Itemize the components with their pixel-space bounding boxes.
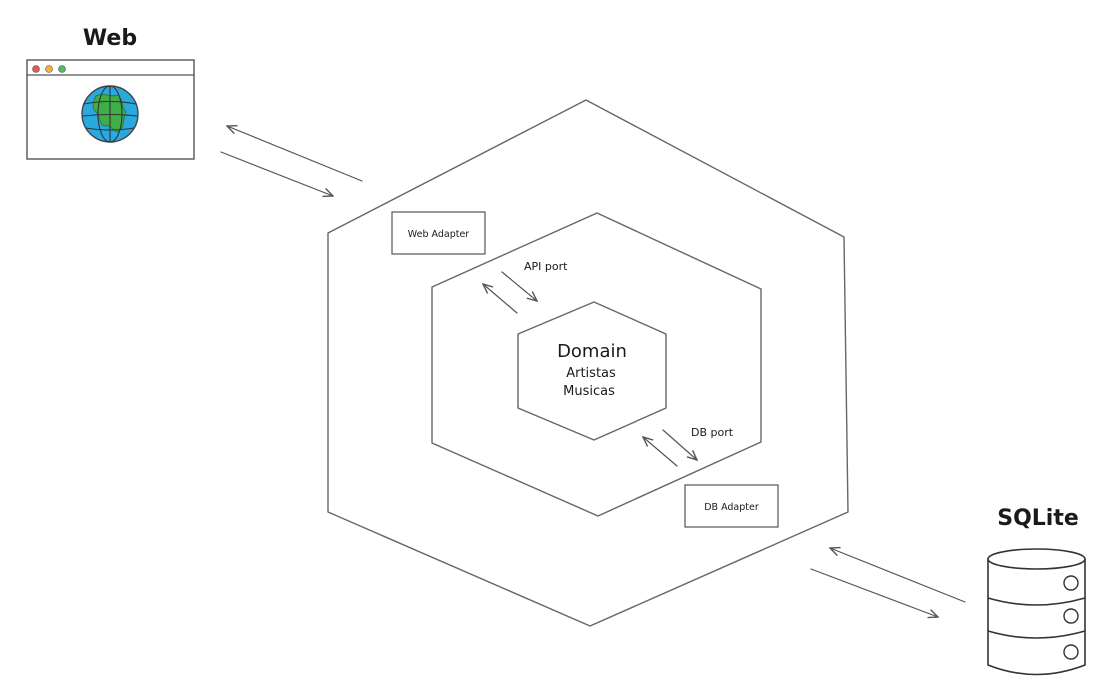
arrow-api-port-out [483,284,518,314]
arrow-api-port-in [501,271,537,301]
arrow-app-to-web [227,126,363,182]
api-port-label: API port [524,260,568,273]
web-title: Web [83,26,137,51]
db-port-label: DB port [691,426,734,439]
outer-hexagon-adapters [327,99,849,627]
browser-window-icon [26,59,195,160]
web-adapter-box: Web Adapter [391,211,486,255]
db-adapter-label: DB Adapter [704,502,759,513]
inner-hexagon-domain [517,301,667,441]
middle-hexagon-ports [431,212,762,517]
domain-item-artistas: Artistas [566,366,616,381]
arrow-db-port-out [643,437,678,467]
arrow-db-to-app [830,548,966,603]
arrow-app-to-db [810,568,938,617]
database-icon [987,548,1086,676]
web-adapter-label: Web Adapter [408,229,470,240]
domain-title: Domain [557,341,627,362]
db-adapter-box: DB Adapter [684,484,779,528]
sqlite-title: SQLite [997,506,1079,531]
arrow-web-to-app [220,151,333,196]
domain-item-musicas: Musicas [563,384,615,399]
arrow-db-port-in [662,429,697,460]
globe-icon [81,85,139,143]
